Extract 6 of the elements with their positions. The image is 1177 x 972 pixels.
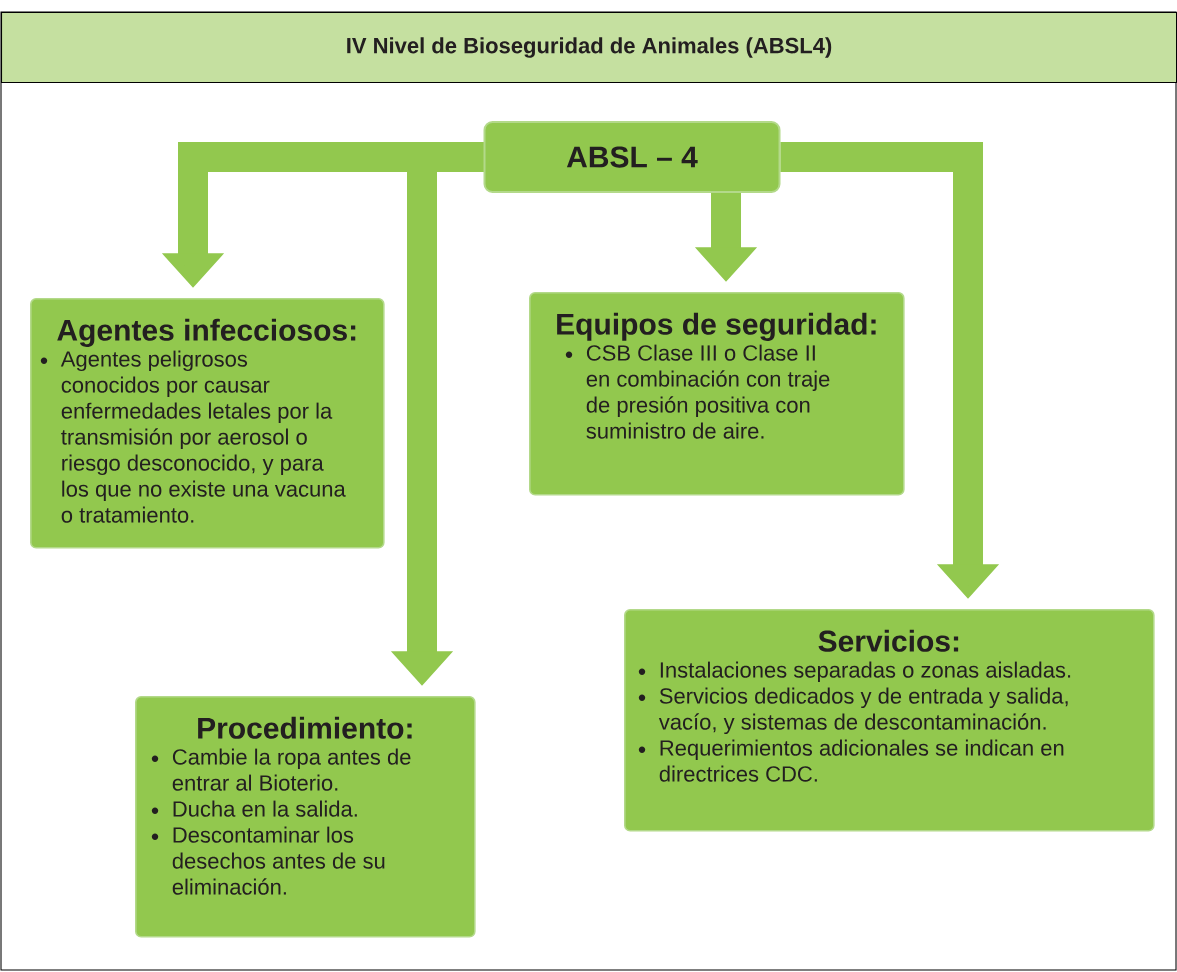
header-band: IV Nivel de Bioseguridad de Animales (ABSL4) <box>1 12 1177 84</box>
info-box: Procedimiento: Cambie la ropa antes de entrar al Bioterio. Ducha en la salida. Descontaminar los desechos antes de su eliminación. <box>135 696 476 938</box>
info-box: Agentes infecciosos: Agentes peligrosos conocidos por causar enfermedades letales por la transmisión por aerosol o riesgo desconocido, y para los que no existe una vacuna o tratamiento. <box>30 298 385 549</box>
info-box: Equipos de seguridad: CSB Clase III o Clase II en combinación con traje de presión positiva con suministro de aire. <box>529 292 905 496</box>
root-box: ABSL – 4 <box>483 121 781 193</box>
info-box: Servicios: Instalaciones separadas o zonas aisladas. Servicios dedicados y de entrada y salida, vacío, y sistemas de descontaminación. Requerimientos adicionales se indican en directrices CDC. <box>624 609 1155 832</box>
